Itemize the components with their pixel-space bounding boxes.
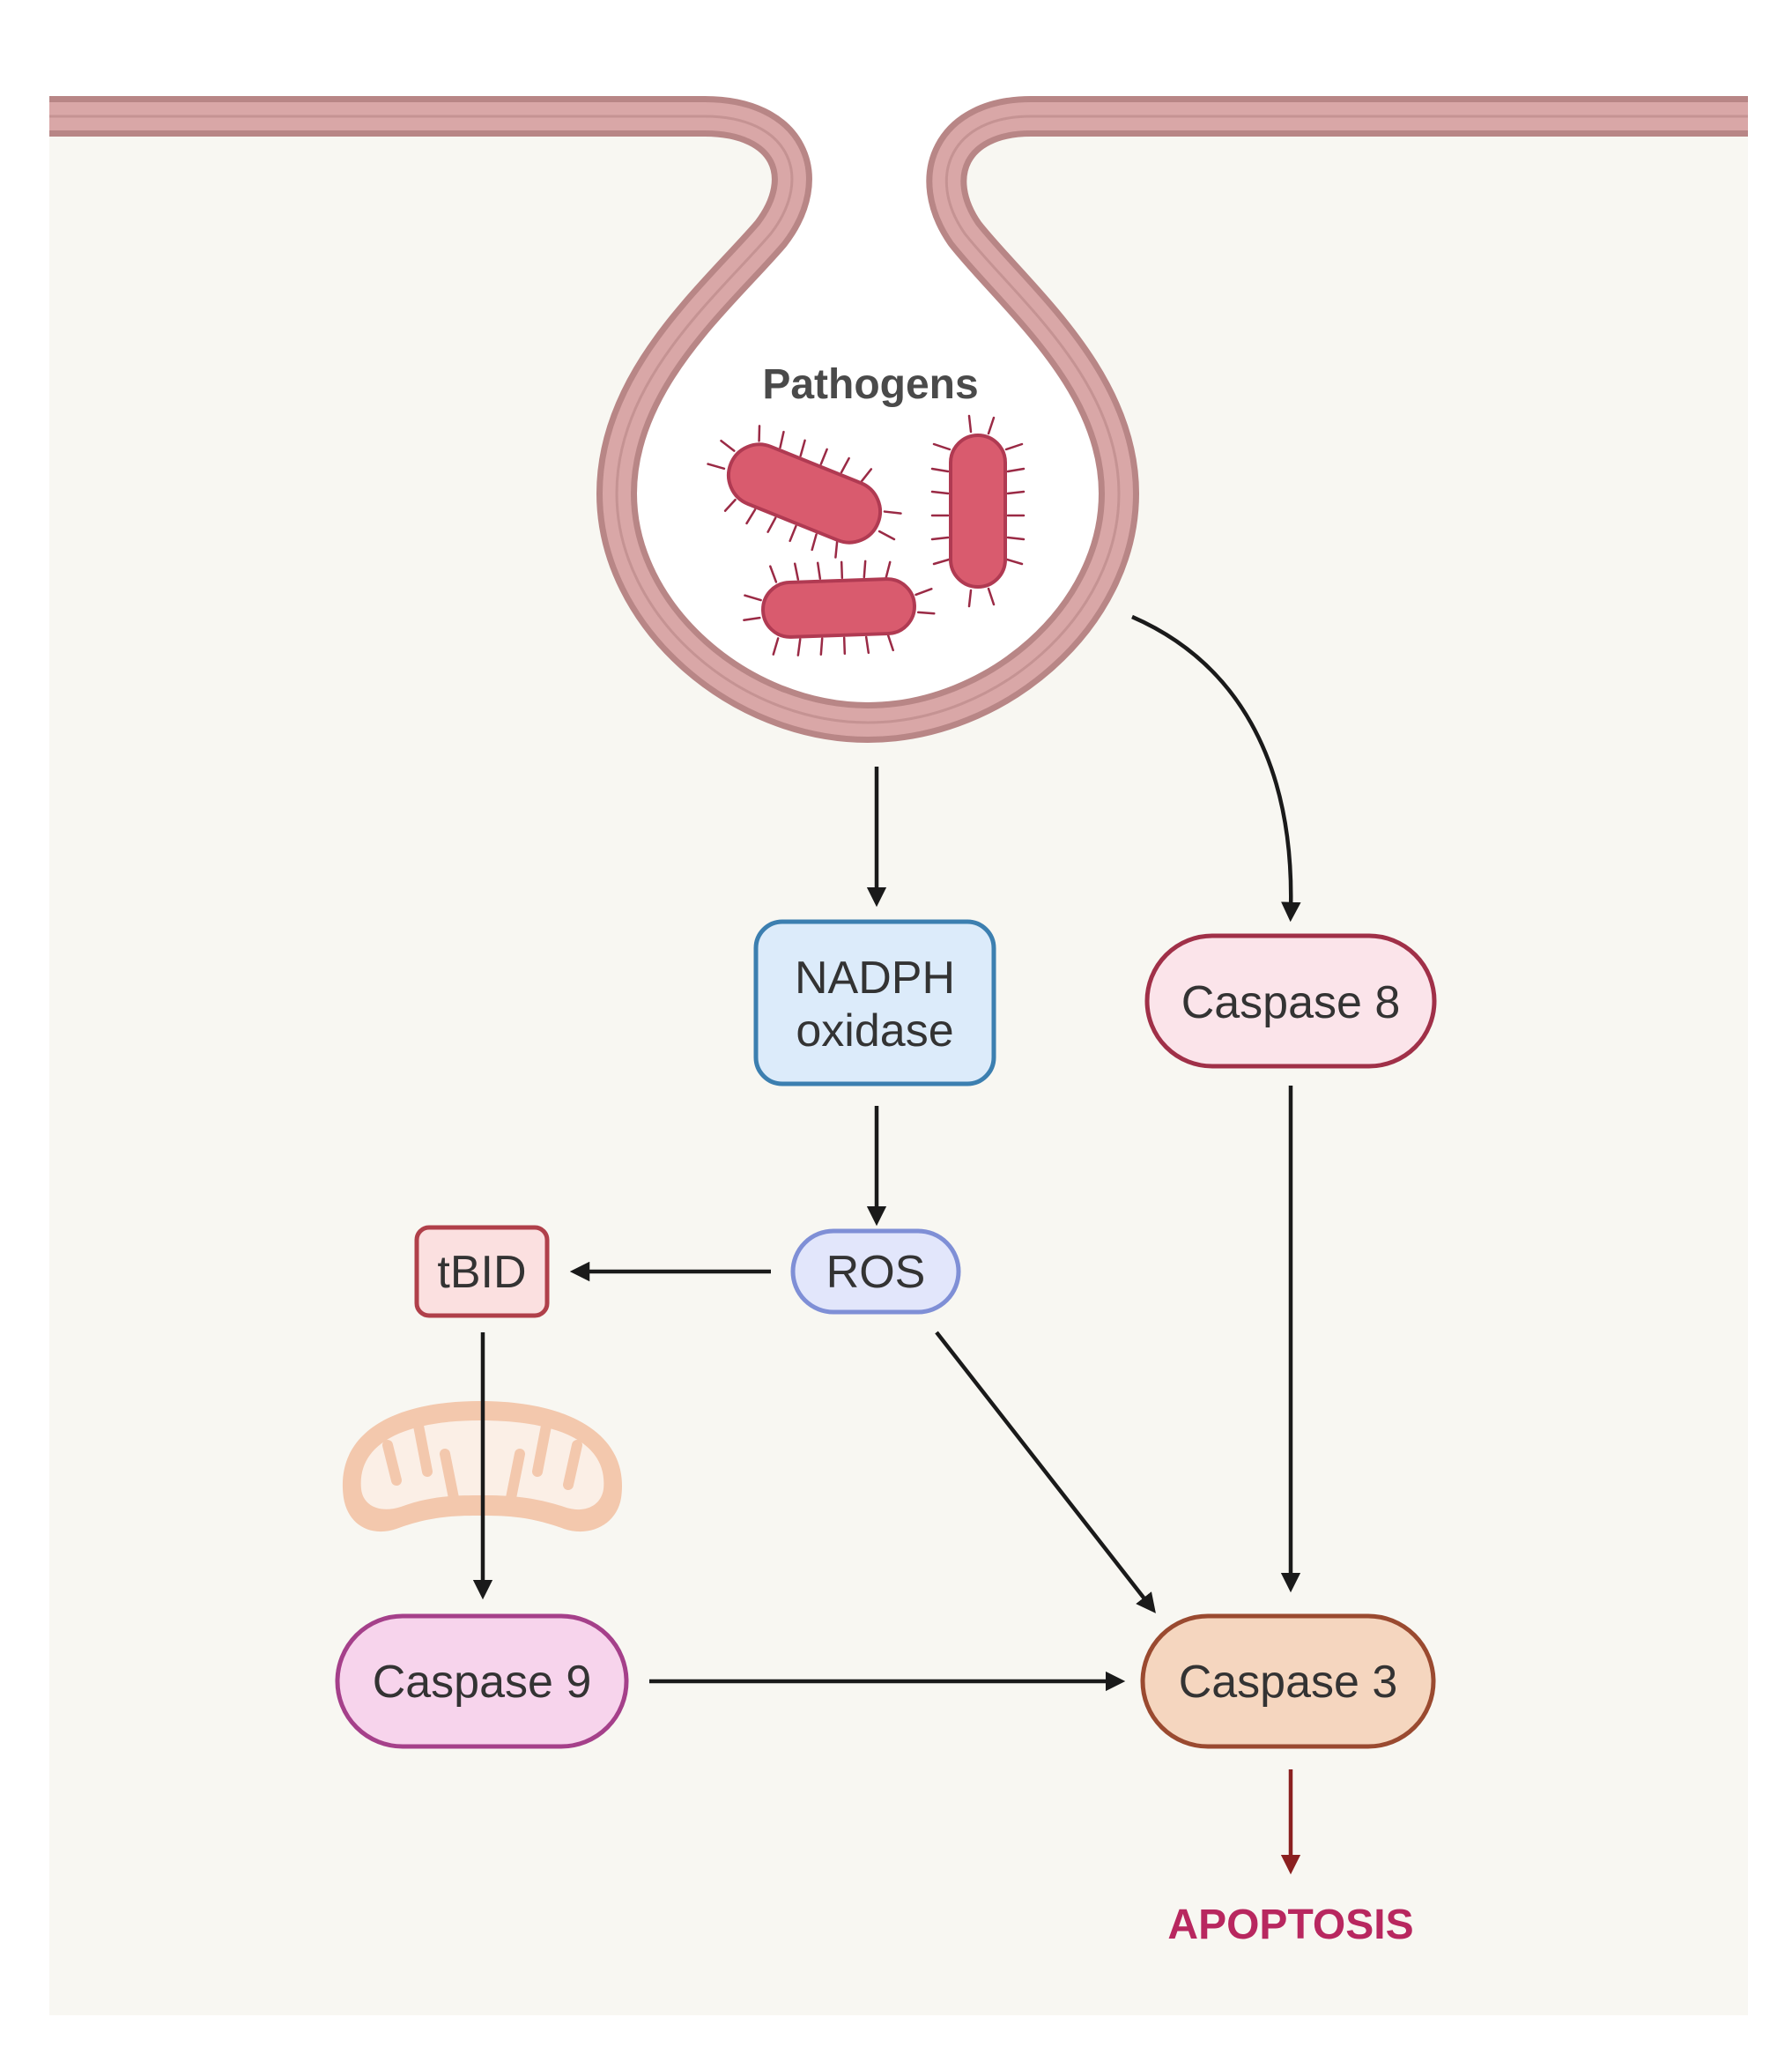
cell-membrane <box>49 96 1748 744</box>
nadph-label-line1: NADPH <box>795 953 955 1004</box>
node-ros: ROS <box>790 1228 961 1315</box>
extracellular-space <box>49 57 1748 723</box>
node-caspase-9: Caspase 9 <box>335 1613 629 1749</box>
node-caspase-3: Caspase 3 <box>1140 1613 1436 1749</box>
node-tbid: tBID <box>414 1225 550 1318</box>
caspase8-label: Caspase 8 <box>1181 977 1401 1028</box>
caspase9-label: Caspase 9 <box>373 1657 592 1708</box>
bacterium-3 <box>743 560 936 656</box>
arrow-ros-to-caspase3 <box>935 1331 1156 1613</box>
caspase3-label: Caspase 3 <box>1179 1657 1398 1708</box>
bacterium-2 <box>930 414 1026 608</box>
node-caspase-8: Caspase 8 <box>1144 933 1437 1069</box>
pathway-arrows <box>472 614 1301 1875</box>
ros-label: ROS <box>826 1247 926 1298</box>
pathogens-label: Pathogens <box>762 361 978 408</box>
arrow-phagosome-to-caspase8 <box>1131 614 1301 923</box>
node-nadph-oxidase: NADPH oxidase <box>753 919 996 1086</box>
bacterium-1 <box>707 425 902 559</box>
tbid-label: tBID <box>437 1247 526 1298</box>
nadph-label-line2: oxidase <box>796 1005 953 1057</box>
apoptosis-label: APOPTOSIS <box>1167 1902 1413 1948</box>
bacteria-group <box>707 414 1026 656</box>
